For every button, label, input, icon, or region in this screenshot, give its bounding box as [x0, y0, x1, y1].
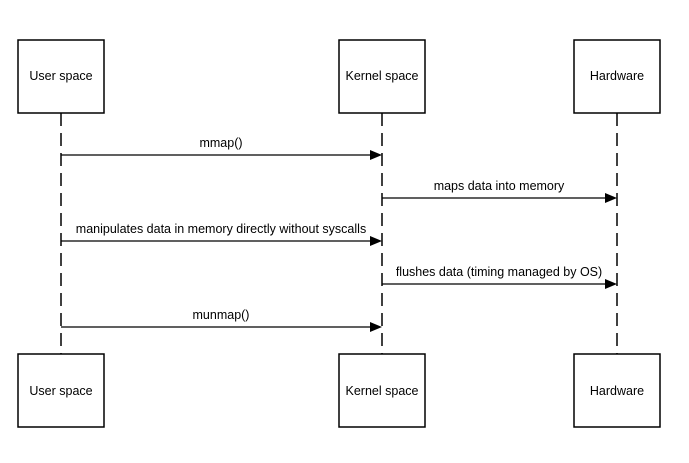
arrowhead: [370, 150, 382, 160]
participant-bottom-hardware: Hardware: [573, 353, 661, 428]
participant-label: Hardware: [590, 384, 644, 398]
participant-label: User space: [29, 69, 92, 83]
arrowhead: [605, 193, 617, 203]
participant-top-hardware: Hardware: [573, 39, 661, 114]
message-label: maps data into memory: [434, 179, 565, 193]
participant-top-user-space: User space: [17, 39, 105, 114]
message-label: manipulates data in memory directly with…: [76, 222, 366, 236]
arrowhead: [370, 322, 382, 332]
participant-label: Hardware: [590, 69, 644, 83]
arrowhead: [605, 279, 617, 289]
message-munmap: munmap(): [61, 308, 382, 332]
message-label: flushes data (timing managed by OS): [396, 265, 602, 279]
message-maps-data: maps data into memory: [382, 179, 617, 203]
message-label: mmap(): [199, 136, 242, 150]
message-flushes-data: flushes data (timing managed by OS): [382, 265, 617, 289]
participant-bottom-kernel-space: Kernel space: [338, 353, 426, 428]
message-label: munmap(): [193, 308, 250, 322]
arrowhead: [370, 236, 382, 246]
participant-bottom-user-space: User space: [17, 353, 105, 428]
message-mmap: mmap(): [61, 136, 382, 160]
participant-label: User space: [29, 384, 92, 398]
participant-top-kernel-space: Kernel space: [338, 39, 426, 114]
participant-label: Kernel space: [346, 69, 419, 83]
message-manipulates-data: manipulates data in memory directly with…: [61, 222, 382, 246]
participant-label: Kernel space: [346, 384, 419, 398]
